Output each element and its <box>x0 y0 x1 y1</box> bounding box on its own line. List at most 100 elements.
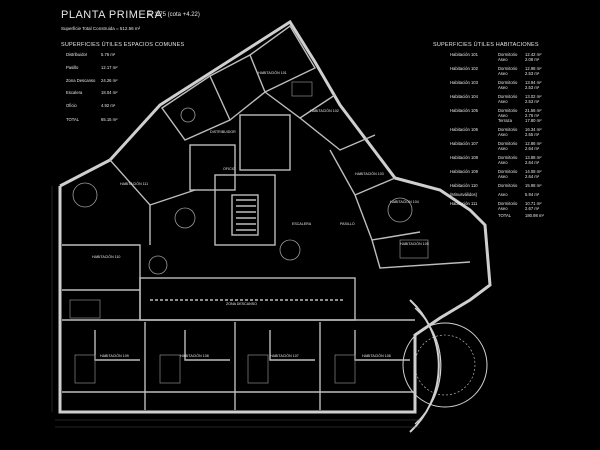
room-space: TOTAL <box>498 213 512 218</box>
label-hab-106: HABITACIÓN 106 <box>362 353 391 358</box>
interior-walls <box>62 24 471 410</box>
room-space: Aseo <box>498 57 508 62</box>
room-name: Habitación 104 <box>450 94 478 99</box>
room-row: Habitación 104 Dormitorio 13.02 m² <box>450 94 560 99</box>
common-row-value: 5.76 m² <box>101 52 116 57</box>
label-hab-103: HABITACIÓN 103 <box>355 171 384 176</box>
room-row: Aseo 2.08 m² <box>450 57 560 62</box>
dimension-grid <box>51 186 420 428</box>
room-space: Aseo <box>498 99 508 104</box>
room-space: Dormitorio <box>498 80 518 85</box>
room-row: Habitación 108 Dormitorio 13.88 m² <box>450 155 560 160</box>
label-oficio: OFICIO <box>223 167 236 171</box>
common-row-value: 4.92 m² <box>101 103 116 108</box>
room-space: Dormitorio <box>498 94 518 99</box>
room-area: 2.64 m² <box>525 146 540 151</box>
label-hab-110: HABITACIÓN 110 <box>92 254 120 259</box>
common-row: Escalera 18.04 m² <box>61 90 151 96</box>
room-space: Dormitorio <box>498 66 518 71</box>
room-area: 5.94 m² <box>525 192 540 197</box>
room-space: Dormitorio <box>498 127 518 132</box>
room-row: Aseo 2.64 m² <box>450 146 560 151</box>
room-area: 2.67 m² <box>525 206 540 211</box>
room-space: Aseo <box>498 192 508 197</box>
room-area: 2.53 m² <box>525 99 540 104</box>
room-area: 2.55 m² <box>525 132 540 137</box>
room-area: 180.98 m² <box>525 213 544 218</box>
exterior-walls <box>58 19 492 414</box>
room-name: Habitación 101 <box>450 52 478 57</box>
room-space: Aseo <box>498 113 508 118</box>
room-area: 13.94 m² <box>525 80 542 85</box>
room-space: Aseo <box>498 71 508 76</box>
label-hab-104: HABITACIÓN 104 <box>390 199 419 204</box>
room-row: Aseo 2.53 m² <box>450 99 560 104</box>
common-row-label: Pasillo <box>66 65 79 70</box>
rotunda <box>402 299 488 433</box>
room-name: Habitación 103 <box>450 80 478 85</box>
room-name: Habitación 108 <box>450 155 478 160</box>
room-row: Aseo 2.76 m² <box>450 113 560 118</box>
room-row: Aseo 2.53 m² <box>450 71 560 76</box>
room-area: 14.08 m² <box>525 169 542 174</box>
room-space: Dormitorio <box>498 169 518 174</box>
common-row-label: Escalera <box>66 90 83 95</box>
label-hab-108: HABITACIÓN 108 <box>180 353 209 358</box>
room-area: 13.02 m² <box>525 94 542 99</box>
common-row-value: 18.04 m² <box>101 90 118 95</box>
room-area: 2.53 m² <box>525 85 540 90</box>
room-area: 2.76 m² <box>525 113 540 118</box>
label-pasillo: PASILLO <box>340 222 355 226</box>
room-row: Habitación 109 Dormitorio 14.08 m² <box>450 169 560 174</box>
common-row-value: 24.26 m² <box>101 78 118 83</box>
room-space: Aseo <box>498 206 508 211</box>
room-area: 10.71 m² <box>525 201 542 206</box>
room-row: Habitación 102 Dormitorio 12.98 m² <box>450 66 560 71</box>
room-space: Dormitorio <box>498 201 518 206</box>
room-area: 2.08 m² <box>525 57 540 62</box>
room-space: Aseo <box>498 85 508 90</box>
room-area: 16.34 m² <box>525 127 542 132</box>
room-space: Aseo <box>498 160 508 165</box>
label-distribuidor: DISTRIBUIDOR <box>210 130 236 134</box>
room-name: Habitación 111 <box>450 201 478 206</box>
room-space: Aseo <box>498 174 508 179</box>
room-area: 21.56 m² <box>525 108 542 113</box>
label-escalera: ESCALERA <box>292 222 312 226</box>
label-zona-descanso: ZONA DESCANSO <box>226 302 257 306</box>
room-name: Habitación 109 <box>450 169 478 174</box>
room-row: Aseo 2.67 m² <box>450 206 560 211</box>
room-space: Dormitorio <box>498 141 518 146</box>
room-space: Dormitorio <box>498 155 518 160</box>
common-row-value: 65.15 m² <box>101 117 118 122</box>
label-hab-105: HABITACIÓN 105 <box>400 241 429 246</box>
label-hab-107: HABITACIÓN 107 <box>270 353 299 358</box>
room-space: Aseo <box>498 146 508 151</box>
room-space: Terraza <box>498 118 512 123</box>
room-area: 12.42 m² <box>525 52 542 57</box>
room-name: Habitación 105 <box>450 108 478 113</box>
page-title: PLANTA PRIMERA <box>61 9 163 21</box>
room-name: Habitación 110 <box>450 183 478 188</box>
room-area: 13.88 m² <box>525 155 542 160</box>
room-name: Habitación 102 <box>450 66 478 71</box>
rooms-heading: SUPERFICIES ÚTILES HABITACIONES <box>433 42 539 48</box>
room-name: Habitación 107 <box>450 141 478 146</box>
label-hab-101: HABITACIÓN 101 <box>258 70 287 75</box>
room-area: 12.98 m² <box>525 66 542 71</box>
room-area: 2.53 m² <box>525 71 540 76</box>
